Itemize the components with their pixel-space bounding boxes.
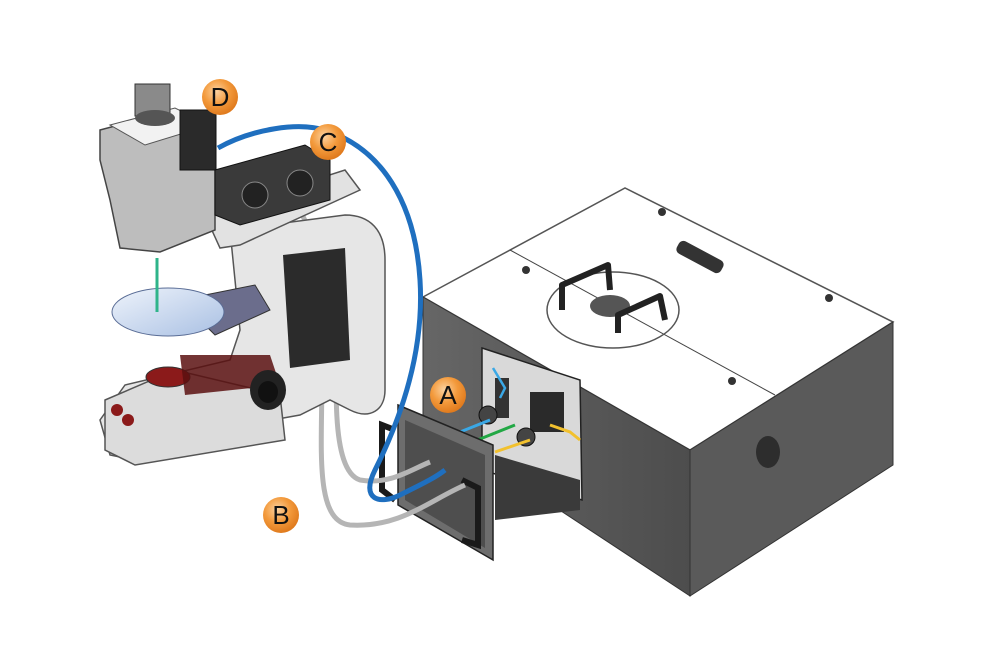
fiber-port-2 xyxy=(286,169,314,197)
beam-blue xyxy=(459,418,491,434)
label-B-text: B xyxy=(272,500,289,530)
label-D: D xyxy=(202,79,238,115)
label-B: B xyxy=(263,497,299,533)
label-C: C xyxy=(310,124,346,160)
beam-yellow xyxy=(494,438,531,454)
sample-wafer xyxy=(111,287,225,337)
spectrometer-box xyxy=(421,187,895,597)
drawer-handle-right xyxy=(460,477,481,550)
microscope xyxy=(99,83,386,466)
drawer-base xyxy=(495,455,580,520)
camera-adapter xyxy=(179,109,217,171)
side-port xyxy=(756,436,780,468)
box-right-face xyxy=(689,321,894,597)
fiber-coupler-housing xyxy=(214,144,331,226)
label-C-text: C xyxy=(319,127,338,157)
fiber-port-1 xyxy=(241,181,269,209)
top-port-ring xyxy=(546,271,680,349)
label-A-text: A xyxy=(439,380,457,410)
label-D-text: D xyxy=(211,82,230,112)
label-A: A xyxy=(430,377,466,413)
top-grip xyxy=(676,240,724,274)
top-handle-right xyxy=(615,293,668,333)
top-handle-left xyxy=(559,262,613,310)
beam-green xyxy=(474,423,516,443)
